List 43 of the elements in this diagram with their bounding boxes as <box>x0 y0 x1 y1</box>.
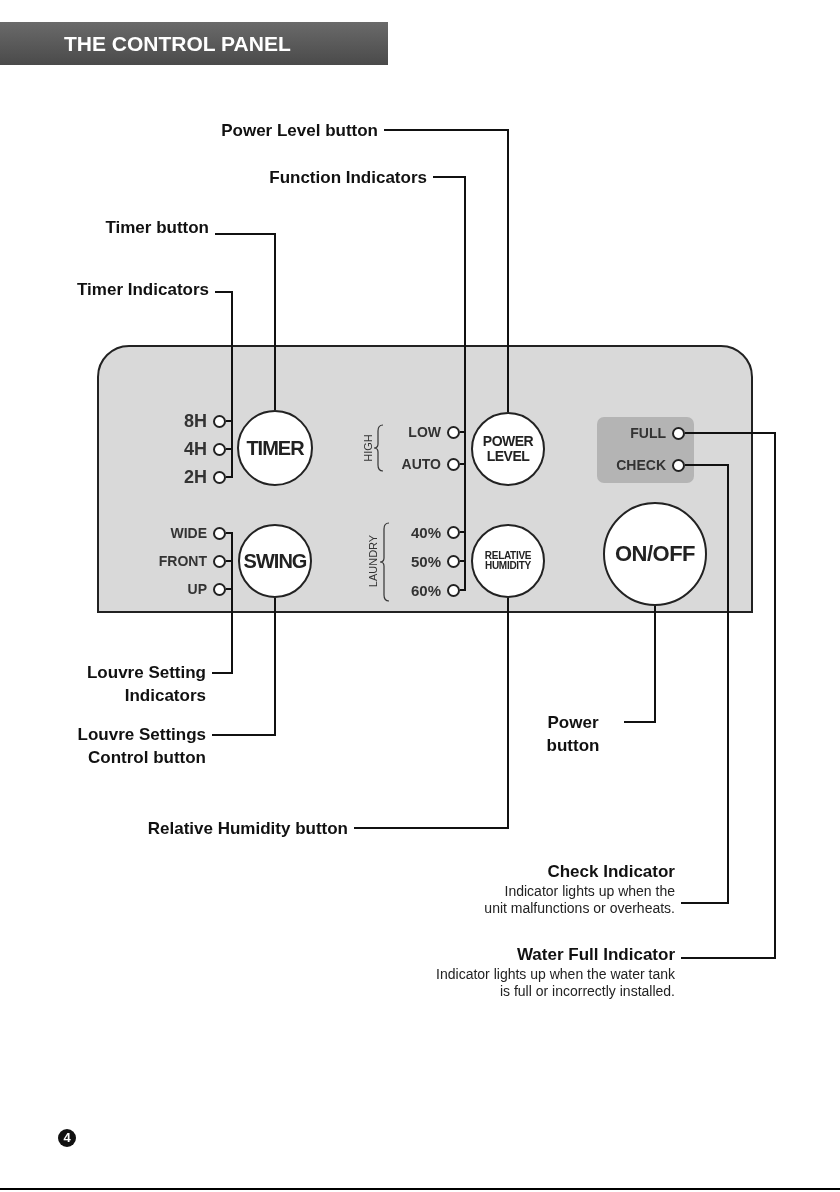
indicator-label: 8H <box>184 412 207 430</box>
leader-line <box>211 597 276 736</box>
group-label: LAUNDRY <box>367 534 379 588</box>
indicator-label: 50% <box>410 553 441 569</box>
page-number: 4 <box>58 1129 76 1147</box>
round-button: ON/OFF <box>603 502 707 606</box>
indicator-label: 2H <box>184 468 207 486</box>
group-label: HIGH <box>362 434 374 462</box>
callout-description: Indicator lights up when the water tank is full or incorrectly installed. <box>435 966 675 1000</box>
callout-label: Louvre Setting Indicators <box>86 662 206 707</box>
indicator-label: 60% <box>410 582 441 598</box>
callout-label: Water Full Indicator <box>515 944 675 966</box>
indicator-panel <box>597 417 694 483</box>
leader-line <box>383 129 509 413</box>
callout-label: Relative Humidity button <box>146 818 348 840</box>
indicator-label: 40% <box>410 524 441 540</box>
callout-label: Timer button <box>104 217 209 239</box>
leader-line <box>353 597 509 829</box>
round-button: RELATIVE HUMIDITY <box>471 524 545 598</box>
title-banner: THE CONTROL PANEL <box>0 22 388 65</box>
leader-line <box>680 464 729 904</box>
callout-description: Indicator lights up when the unit malfunctions or overheats. <box>483 883 675 917</box>
indicator-label: AUTO <box>401 457 441 471</box>
callout-label: Louvre Settings Control button <box>76 724 206 769</box>
callout-label: Check Indicator <box>546 861 675 883</box>
callout-label: Power button <box>545 712 601 757</box>
leader-line <box>623 605 656 723</box>
round-button: SWING <box>238 524 312 598</box>
callout-label: Timer Indicators <box>76 279 209 301</box>
indicator-label: LOW <box>408 425 441 439</box>
indicator-label: UP <box>187 582 207 596</box>
indicator-label: 4H <box>184 440 207 458</box>
control-panel <box>97 345 753 613</box>
round-button: POWER LEVEL <box>471 412 545 486</box>
indicator-label: WIDE <box>170 526 207 540</box>
leader-line <box>680 432 776 959</box>
leader-line <box>214 233 276 411</box>
indicator-label: CHECK <box>616 458 666 472</box>
indicator-label: FULL <box>630 426 666 440</box>
round-button: TIMER <box>237 410 313 486</box>
callout-label: Function Indicators <box>268 167 427 189</box>
callout-label: Power Level button <box>220 120 378 142</box>
indicator-label: FRONT <box>158 554 207 568</box>
